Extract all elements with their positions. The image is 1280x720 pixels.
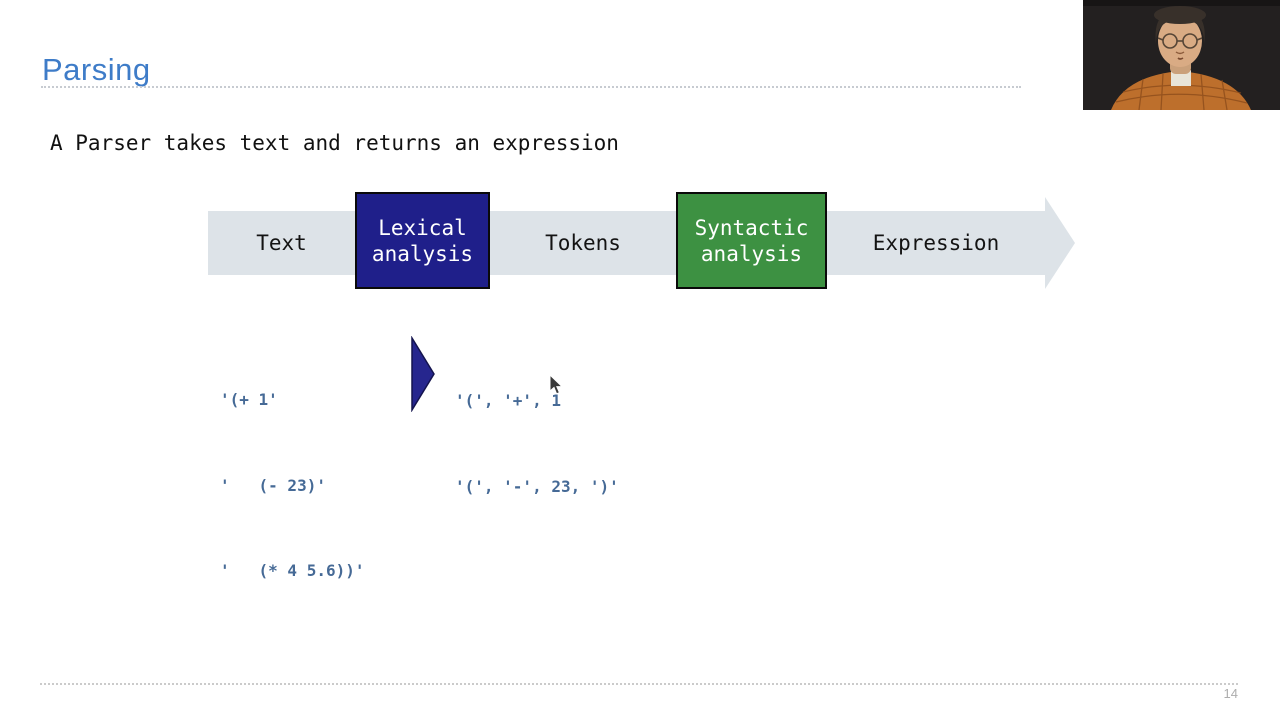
output-line: '(', '-', 23, ')' bbox=[455, 476, 619, 496]
example-output-tokens: '(', '+', 1 '(', '-', 23, ')' bbox=[455, 330, 619, 530]
stage-label-text: Text bbox=[208, 211, 355, 275]
presenter-hair bbox=[1154, 6, 1206, 24]
mouse-cursor-icon bbox=[549, 374, 564, 395]
lexical-analysis-box: Lexical analysis bbox=[355, 192, 490, 289]
stage-label-tokens-value: Tokens bbox=[545, 231, 621, 255]
pipeline-arrow-band bbox=[208, 211, 1045, 275]
footer-divider bbox=[40, 683, 1238, 685]
presenter-webcam-video bbox=[1083, 0, 1280, 110]
input-line: ' (* 4 5.6))' bbox=[220, 561, 365, 580]
stage-label-expression: Expression bbox=[827, 211, 1045, 275]
input-line: ' (- 23)' bbox=[220, 475, 326, 495]
chevron-right-icon bbox=[411, 336, 435, 412]
title-divider bbox=[41, 86, 1021, 88]
stage-label-text-value: Text bbox=[256, 231, 307, 255]
stage-label-expression-value: Expression bbox=[872, 231, 1000, 255]
slide-title: Parsing bbox=[42, 52, 151, 87]
stage-label-tokens: Tokens bbox=[490, 211, 676, 275]
pipeline-arrowhead bbox=[1045, 197, 1075, 289]
page-number: 14 bbox=[1223, 686, 1238, 701]
syntactic-analysis-label: Syntactic analysis bbox=[694, 215, 809, 266]
syntactic-analysis-box: Syntactic analysis bbox=[676, 192, 827, 289]
slide-subtitle: A Parser takes text and returns an expre… bbox=[50, 131, 619, 155]
example-input-text: '(+ 1' ' (- 23)' ' (* 4 5.6))' bbox=[220, 329, 365, 614]
lexical-analysis-label: Lexical analysis bbox=[371, 215, 474, 266]
presenter-glasses bbox=[1157, 33, 1203, 49]
output-line: '(', '+', 1 bbox=[455, 391, 561, 410]
input-line: '(+ 1' bbox=[220, 390, 278, 409]
presenter-shirt bbox=[1111, 71, 1251, 110]
